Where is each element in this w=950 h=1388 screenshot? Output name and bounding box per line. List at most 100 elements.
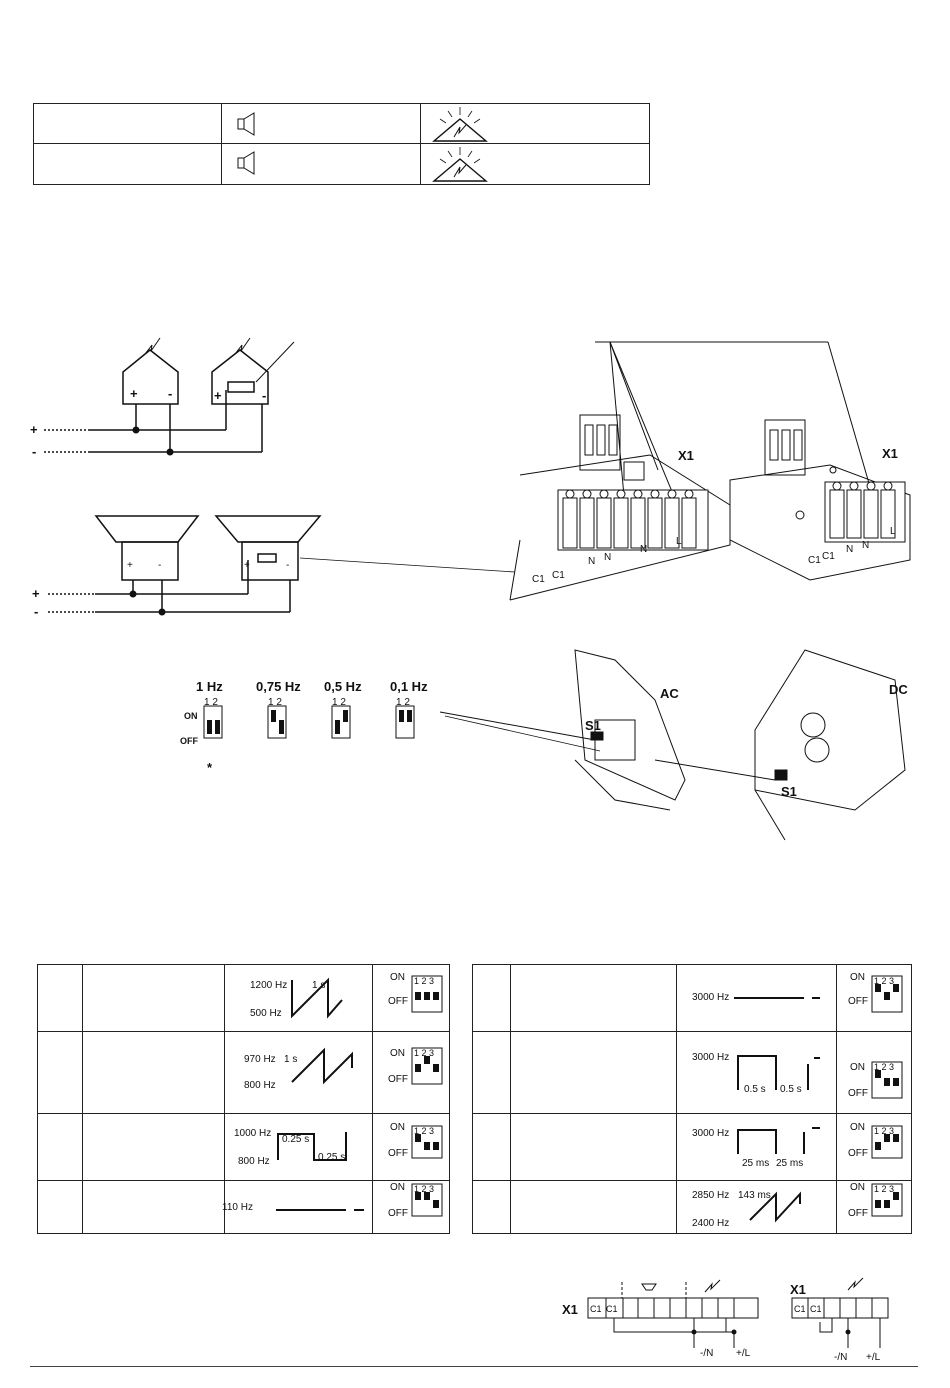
dip-switch-knob [433, 1064, 439, 1072]
c1-label: C1 [532, 574, 545, 585]
time-label: 1 s [284, 1054, 297, 1065]
flashing-beacon-icon [432, 107, 488, 142]
c1-label: C1 [606, 1304, 618, 1314]
freq-bottom: 500 Hz [250, 1008, 282, 1019]
supply-minus-label: - [34, 604, 38, 619]
dip-switch-knob [884, 1078, 890, 1086]
on-label: ON [390, 1048, 405, 1059]
on-label: ON [390, 972, 405, 983]
freq-bottom: 2400 Hz [692, 1218, 729, 1229]
dip-switch-knob [415, 1192, 421, 1200]
n-label: N [588, 556, 595, 567]
dip-switch-knob [424, 1142, 430, 1150]
freq-1hz: 1 Hz [196, 679, 223, 694]
dip-switch-knob [884, 1200, 890, 1208]
dip-switch-knob [424, 1056, 430, 1064]
freq-top: 1000 Hz [234, 1128, 271, 1139]
x1-label: X1 [790, 1282, 806, 1297]
dip-switch-knob [415, 992, 421, 1000]
minus-n-label: -/N [834, 1352, 847, 1363]
freq-top: 2850 Hz [692, 1190, 729, 1201]
dip-switch-knob [415, 1134, 421, 1142]
supply-plus-label: + [30, 422, 38, 437]
s1-label: S1 [781, 784, 797, 799]
on-label: ON [850, 972, 865, 983]
freq-top: 970 Hz [244, 1054, 276, 1065]
x1-label: X1 [678, 448, 694, 463]
dip-switch-knob [893, 1078, 899, 1086]
switch-numbers: 1 2 [204, 697, 218, 708]
dip-switch-knob [893, 1192, 899, 1200]
switch-numbers: 1 2 3 [874, 1126, 894, 1136]
dip-switch-knob [875, 1070, 881, 1078]
c1-label: C1 [794, 1304, 806, 1314]
x1-label: X1 [562, 1302, 578, 1317]
tone-waveforms-right: 3000 Hz 3000 Hz 0.5 s 0.5 s 3000 Hz 25 m… [692, 992, 820, 1229]
s1-label: S1 [585, 718, 601, 733]
dip-switch-knob [415, 1064, 421, 1072]
switch-numbers: 1 2 [268, 697, 282, 708]
l-label: L [676, 536, 682, 547]
n-label: N [862, 540, 869, 551]
time-label: 0.25 s [318, 1152, 345, 1163]
plus-l-label: +/L [736, 1348, 751, 1359]
n-label: N [604, 552, 611, 563]
ac-dc-boards-illustration: AC DC S1 S1 [439, 649, 908, 841]
freq-top: 3000 Hz [692, 1128, 729, 1139]
default-marker: * [207, 760, 213, 775]
freq-top: 3000 Hz [692, 992, 729, 1003]
plus-label: + [130, 386, 138, 401]
time-label: 0.5 s [744, 1084, 766, 1095]
n-label: N [846, 544, 853, 555]
switch-numbers: 1 2 3 [414, 976, 434, 986]
dip-switch-knob [884, 1134, 890, 1142]
dip-switch-knob [875, 1200, 881, 1208]
dip-switch-knob [424, 1192, 430, 1200]
plus-label: + [244, 560, 250, 571]
on-label: ON [850, 1062, 865, 1073]
off-label: OFF [388, 1148, 408, 1159]
c1-label: C1 [810, 1304, 822, 1314]
switch-numbers: 1 2 [396, 697, 410, 708]
dip-switch-knob [433, 1200, 439, 1208]
flashing-beacon-icon [432, 147, 488, 182]
dip-switch-knob [875, 1142, 881, 1150]
c1-label: C1 [552, 570, 565, 581]
ac-label: AC [660, 686, 679, 701]
freq-bottom: 800 Hz [238, 1156, 270, 1167]
c1-label: C1 [808, 555, 821, 566]
time-label: 0.5 s [780, 1084, 802, 1095]
switch-numbers: 1 2 3 [874, 1062, 894, 1072]
on-label: ON [390, 1122, 405, 1133]
l-label: L [890, 526, 896, 537]
freq-01hz: 0,1 Hz [390, 679, 428, 694]
switch-numbers: 1 2 3 [874, 976, 894, 986]
switch-numbers: 1 2 3 [414, 1126, 434, 1136]
footer-rule [30, 1366, 918, 1367]
time-label: 1 s [312, 980, 325, 991]
tone-switches-right: ON OFF 1 2 3 ON OFF 1 2 3 ON OFF 1 2 3 O… [848, 972, 903, 1219]
supply-plus-label: + [32, 586, 40, 601]
plus-label: + [214, 388, 222, 403]
minus-n-label: -/N [700, 1348, 713, 1359]
tone-waveforms-left: 1200 Hz 500 Hz 1 s 970 Hz 800 Hz 1 s 100… [222, 977, 364, 1213]
time-label: 143 ms [738, 1190, 771, 1201]
off-label: OFF [388, 1074, 408, 1085]
dip-switch-knob [433, 1142, 439, 1150]
minus-label: - [262, 388, 266, 403]
time-label: 25 ms [776, 1158, 803, 1169]
plus-label: + [127, 560, 133, 571]
x1-label: X1 [882, 446, 898, 461]
off-label: OFF [848, 996, 868, 1007]
freq-05hz: 0,5 Hz [324, 679, 362, 694]
terminal-board-illustration: X1 X1 C1 C1 N N N L C1 C1 N N L [509, 341, 911, 601]
c1-label: C1 [590, 1304, 602, 1314]
freq-top: 110 Hz [222, 1202, 253, 1213]
dip-switch-knob [875, 984, 881, 992]
switch-numbers: 1 2 3 [874, 1184, 894, 1194]
dip-switch-knob [424, 992, 430, 1000]
freq-top: 3000 Hz [692, 1052, 729, 1063]
dip-switch-knob [893, 1134, 899, 1142]
on-label: ON [850, 1182, 865, 1193]
off-label: OFF [848, 1088, 868, 1099]
